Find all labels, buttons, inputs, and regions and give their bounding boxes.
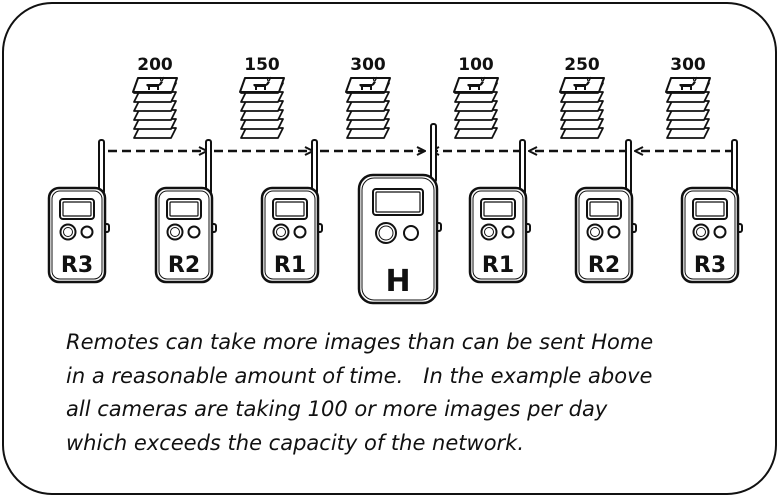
remote-camera-label: R3 [61, 253, 93, 278]
photo-stack-deer-icon [665, 76, 711, 139]
remote-camera-label: R1 [482, 253, 514, 278]
photo-stack-deer-icon [132, 76, 178, 139]
remote-camera-label: R3 [694, 253, 726, 278]
remote-camera-label: R2 [588, 253, 620, 278]
photo-stack-deer-icon [559, 76, 605, 139]
remote-camera-label: R1 [274, 253, 306, 278]
photo-stack-deer-icon [239, 76, 285, 139]
camera-network-diagram: 200 150 300 100 250 300 R3 R2 R1 H R1 R2 R3 [47, 55, 743, 305]
caption-line: in a reasonable amount of time. In the e… [66, 363, 653, 388]
trail-camera-icon: R3 [47, 139, 110, 284]
trail-camera-icon: R1 [260, 139, 323, 284]
image-count-label: 150 [244, 55, 280, 75]
photo-stack-deer-icon [345, 76, 391, 139]
trail-camera-icon: R2 [574, 139, 637, 284]
caption-line: all cameras are taking 100 or more image… [66, 397, 608, 421]
image-count-label: 300 [350, 55, 386, 75]
trail-camera-icon: R1 [468, 139, 531, 284]
image-count-label: 250 [564, 55, 600, 75]
trail-camera-icon: R3 [680, 139, 743, 284]
image-count-label: 200 [137, 55, 173, 75]
home-camera-label: H [385, 264, 410, 299]
image-count-label: 300 [670, 55, 706, 75]
caption-line: Remotes can take more images than can be… [66, 330, 654, 354]
trail-camera-icon: H [357, 123, 442, 305]
caption: Remotes can take more images than can be… [66, 326, 756, 460]
photo-stack-deer-icon [453, 76, 499, 139]
image-count-label: 100 [458, 55, 494, 75]
trail-camera-icon: R2 [154, 139, 217, 284]
remote-camera-label: R2 [168, 253, 200, 278]
caption-line: which exceeds the capacity of the networ… [66, 430, 525, 455]
